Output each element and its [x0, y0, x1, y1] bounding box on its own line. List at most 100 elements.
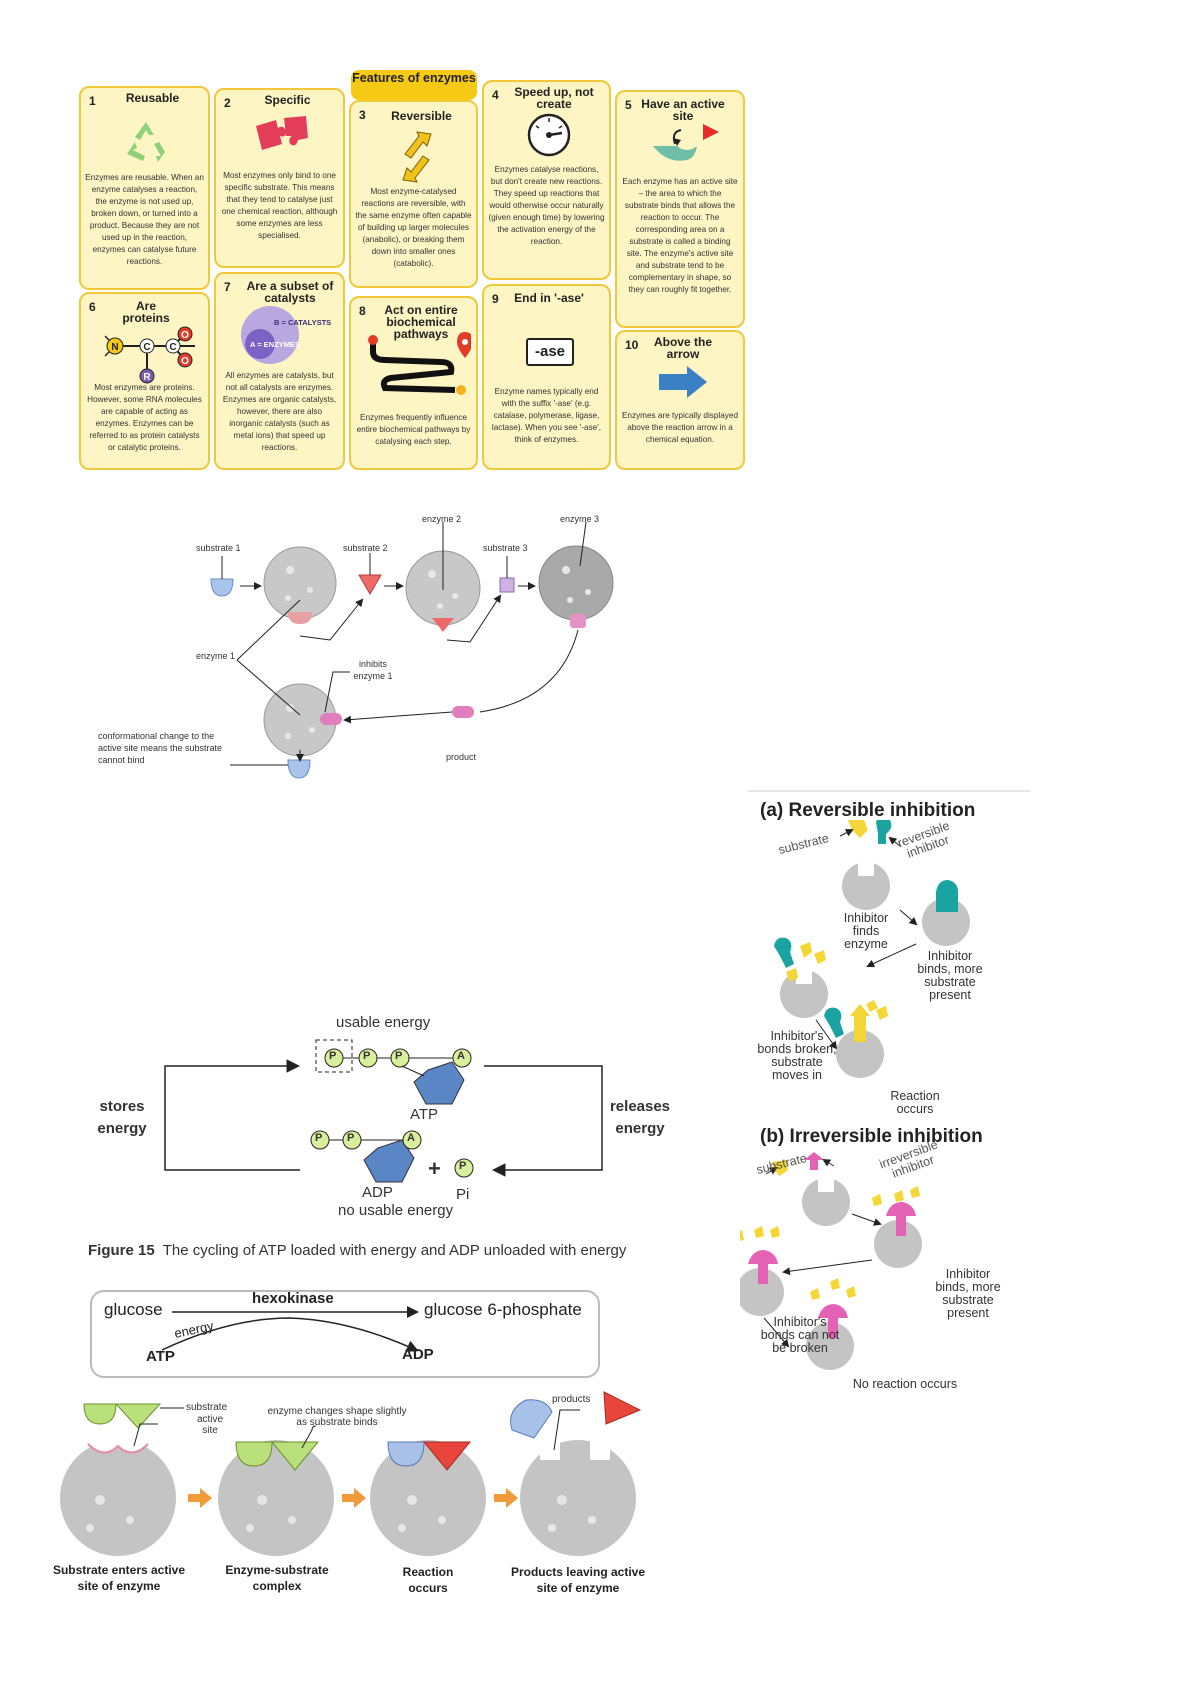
reversible-arrows-icon: [402, 131, 432, 183]
phosphate-label: P: [347, 1132, 355, 1144]
card-above-arrow: 10 Above the arrow Enzymes are typically…: [615, 330, 745, 470]
card-title: Reversible: [391, 109, 452, 123]
atom-c: C: [143, 342, 150, 353]
step-4-label: Products leaving active site of enzyme: [510, 1565, 646, 1595]
speedometer-icon: [527, 113, 571, 157]
card-description: All enzymes are catalysts, but not all c…: [222, 371, 337, 452]
phosphate-label: P: [329, 1050, 337, 1062]
step-3-label: Reaction occurs: [402, 1565, 454, 1595]
active-site-label: active site: [196, 1414, 224, 1436]
product-label: product: [446, 752, 477, 762]
puzzle-icon: [256, 116, 308, 150]
card-description: Most enzymes are proteins. However, some…: [87, 383, 202, 452]
card-title: End in '-ase': [514, 291, 584, 305]
substrate-1-label: substrate 1: [196, 543, 241, 553]
atom-c: C: [169, 342, 176, 353]
divider: [748, 790, 1030, 792]
card-description: Enzymes are reusable. When an enzyme cat…: [85, 173, 204, 266]
substrate-1-shape: [210, 578, 234, 597]
inhibitor-bonds-broken-label: Inhibitor's bonds broken, substrate move…: [757, 1029, 837, 1082]
no-usable-energy-label: no usable energy: [338, 1202, 454, 1219]
product-shape: [452, 706, 474, 718]
inhibits-label: inhibits enzyme 1: [353, 659, 393, 681]
plus-sign: +: [428, 1156, 441, 1181]
features-header: Features of enzymes: [351, 70, 477, 100]
dashed-box: [315, 1039, 353, 1073]
card-number: 8: [359, 304, 366, 318]
card-number: 3: [359, 108, 366, 122]
card-description: Enzymes frequently influence entire bioc…: [356, 413, 471, 446]
atp-reactant-label: ATP: [146, 1348, 175, 1365]
enzyme-changes-shape-label: enzyme changes shape slightly as substra…: [267, 1406, 407, 1428]
amino-acid-icon: N C C O O R: [104, 326, 195, 384]
step-1-label: Substrate enters active site of enzyme: [52, 1563, 186, 1593]
inhibitor-binds-label-a: Inhibitor binds, more substrate present: [917, 949, 983, 1002]
enzyme-2-label: enzyme 2: [422, 514, 462, 524]
card-ends-ase: 9 End in '-ase' -ase Enzyme names typica…: [482, 284, 611, 470]
stores-energy-label: stores energy: [97, 1098, 147, 1137]
card-speed-up: 4 Speed up, not create Enzymes catalyse …: [482, 80, 611, 280]
pathway-icon: [368, 332, 471, 395]
card-description: Enzymes are typically displayed above th…: [621, 411, 739, 444]
inhibition-svg: [740, 820, 970, 1370]
step-2-label: Enzyme-substrate complex: [225, 1563, 329, 1593]
releases-energy-label: releases energy: [609, 1098, 671, 1137]
substrate-2-label: substrate 2: [343, 543, 388, 553]
glucose-label: glucose: [104, 1300, 163, 1319]
atom-o: O: [181, 356, 189, 367]
venn-outer-label: B = CATALYSTS: [274, 318, 332, 327]
card-title: Speed up, not create: [514, 85, 594, 111]
adp-label: ADP: [362, 1184, 393, 1201]
card-active-site: 5 Have an active site Each enzyme has an…: [615, 90, 745, 328]
card-number: 4: [492, 88, 499, 102]
usable-energy-label: usable energy: [336, 1014, 431, 1031]
reversible-inhibition-title: (a) Reversible inhibition: [760, 800, 976, 821]
substrate-label: substrate: [186, 1402, 228, 1413]
card-description: Enzyme names typically end with the suff…: [491, 387, 602, 444]
phosphate-label: P: [395, 1050, 403, 1062]
phosphate-label: P: [363, 1050, 371, 1062]
irreversible-inhibition-title: (b) Irreversible inhibition: [760, 1126, 983, 1147]
inhibitor-finds-enzyme-label: Inhibitor finds enzyme: [843, 911, 889, 951]
card-number: 1: [89, 94, 96, 108]
atom-n: N: [111, 342, 118, 353]
inhibitor-binds-label-b: Inhibitor binds, more substrate present: [935, 1267, 1001, 1320]
card-number: 5: [625, 98, 632, 112]
adp-product-label: ADP: [402, 1346, 434, 1363]
adenine-label: A: [407, 1132, 415, 1144]
card-number: 9: [492, 292, 499, 306]
substrate-3-label: substrate 3: [483, 543, 528, 553]
card-title: Have an active site: [641, 97, 725, 123]
card-description: Enzymes catalyse reactions, but don't cr…: [488, 165, 605, 246]
card-number: 6: [89, 300, 96, 314]
conformational-change-label: conformational change to the active site…: [98, 731, 223, 765]
card-title: Above the arrow: [653, 335, 712, 361]
glucose-6-phosphate-label: glucose 6-phosphate: [424, 1300, 582, 1319]
card-number: 10: [625, 338, 639, 352]
venn-inner-label: A = ENZYMES: [250, 340, 300, 349]
atom-r: R: [143, 372, 151, 383]
card-title: Specific: [264, 93, 311, 107]
atp-label: ATP: [410, 1106, 439, 1123]
card-subset-catalysts: 7 Are a subset of catalysts B = CATALYST…: [214, 272, 345, 470]
atom-o: O: [181, 330, 189, 341]
enzyme-1-label: enzyme 1: [196, 651, 236, 661]
recycle-icon: [127, 122, 165, 162]
figure-number: Figure 15: [88, 1242, 155, 1259]
figure-caption: Figure 15 The cycling of ATP loaded with…: [88, 1242, 626, 1259]
card-description: Each enzyme has an active site – the are…: [622, 177, 738, 294]
card-number: 7: [224, 280, 231, 294]
phosphate-label: P: [315, 1132, 323, 1144]
card-title: Are a subset of catalysts: [246, 279, 334, 305]
venn-diagram-icon: [241, 306, 299, 364]
card-title: Are proteins: [122, 299, 170, 325]
card-title: Reusable: [125, 91, 180, 105]
card-description: Most enzymes only bind to one specific s…: [221, 171, 338, 240]
hexokinase-label: hexokinase: [252, 1290, 334, 1307]
reaction-occurs-label-a: Reaction occurs: [890, 1089, 940, 1116]
products-label: products: [552, 1394, 591, 1405]
